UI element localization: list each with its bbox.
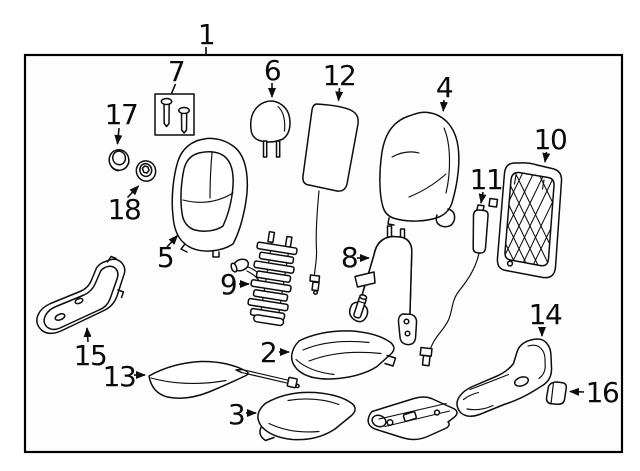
frame-foot bbox=[397, 313, 418, 346]
callout-4-label: 4 bbox=[436, 71, 453, 104]
frame-bracket bbox=[354, 271, 376, 288]
part-13-cushion-cover bbox=[148, 360, 300, 399]
callout-7-label: 7 bbox=[168, 55, 184, 88]
leader-10 bbox=[542, 151, 551, 163]
callout-11-label: 11 bbox=[470, 163, 503, 196]
callout-1-label: 1 bbox=[198, 18, 214, 51]
leader-12 bbox=[335, 87, 344, 102]
release-cable bbox=[427, 252, 480, 357]
part-8-seat-back-frame bbox=[348, 225, 418, 346]
callout-8-label: 8 bbox=[341, 241, 357, 274]
part-11-cylinder-cable bbox=[419, 204, 489, 367]
leader-4 bbox=[439, 99, 448, 112]
callout-labels: 1 2 3 4 5 6 7 8 9 10 11 12 13 14 15 16 1… bbox=[74, 18, 621, 431]
bolt bbox=[163, 102, 170, 128]
trim-rod bbox=[241, 368, 291, 382]
callout-leaders bbox=[83, 47, 585, 417]
part-track-assembly bbox=[367, 396, 458, 441]
headrest-post bbox=[262, 140, 268, 158]
part-4-seat-back-cushion bbox=[379, 111, 460, 228]
leader-18 bbox=[126, 185, 140, 199]
callout-2-label: 2 bbox=[260, 336, 276, 369]
bolt bbox=[180, 111, 188, 134]
part-5-seat-back-cover bbox=[171, 137, 249, 258]
part-2-seat-cushion bbox=[290, 330, 397, 380]
leader-15 bbox=[83, 327, 92, 343]
callout-5-label: 5 bbox=[157, 241, 173, 274]
leader-7 bbox=[170, 83, 177, 94]
callout-17-label: 17 bbox=[105, 98, 138, 131]
leader-5 bbox=[166, 234, 179, 248]
part-12-back-panel-cover bbox=[302, 103, 359, 296]
callout-6-label: 6 bbox=[264, 54, 281, 87]
part-3-cushion-pad bbox=[257, 391, 356, 442]
part-14-side-shield-right bbox=[456, 338, 553, 417]
callout-3-label: 3 bbox=[228, 398, 244, 431]
leader-11 bbox=[478, 191, 487, 204]
callout-15-label: 15 bbox=[74, 339, 107, 372]
leader-17 bbox=[114, 127, 123, 145]
part-16-handle-cap bbox=[545, 381, 568, 406]
part-15-side-shield-left bbox=[36, 255, 126, 335]
callout-14-label: 14 bbox=[529, 298, 562, 331]
callout-10-label: 10 bbox=[534, 123, 567, 156]
callout-16-label: 16 bbox=[586, 376, 619, 409]
callout-12-label: 12 bbox=[323, 59, 356, 92]
part-17-nut bbox=[108, 148, 130, 172]
callout-9-label: 9 bbox=[220, 268, 236, 301]
part-7-bolt-kit bbox=[154, 93, 195, 136]
leader-16 bbox=[569, 387, 585, 396]
cord bbox=[313, 190, 320, 275]
part-18-grommet bbox=[135, 160, 157, 182]
headrest-post bbox=[275, 140, 281, 158]
part-10-seat-back-panel bbox=[488, 162, 563, 279]
part-6-headrest bbox=[249, 100, 291, 158]
cord-connector bbox=[309, 274, 321, 283]
cable-connector bbox=[419, 346, 433, 357]
part-guide-sleeve bbox=[353, 294, 368, 319]
callout-13-label: 13 bbox=[103, 360, 136, 393]
part-9-lumbar-support bbox=[230, 230, 298, 327]
callout-18-label: 18 bbox=[108, 193, 141, 226]
